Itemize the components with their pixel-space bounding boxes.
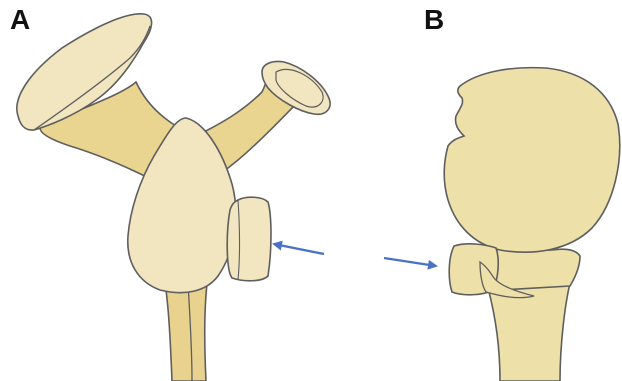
arrow-a [274, 244, 324, 254]
panel-a-scapula-view [17, 14, 330, 381]
tuberosity-fragment [227, 197, 271, 281]
arrow-b [384, 258, 436, 266]
panel-b-humerus-view [384, 68, 620, 381]
humeral-head-b [444, 68, 620, 253]
